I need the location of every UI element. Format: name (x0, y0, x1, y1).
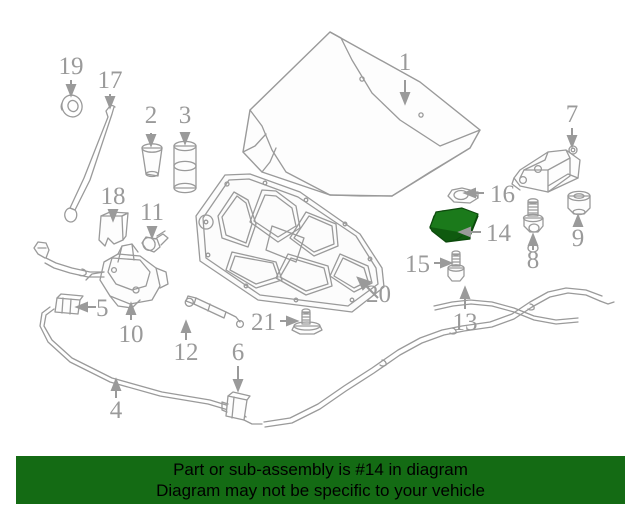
callout-label-11: 11 (140, 199, 164, 226)
callout-arrow-3 (179, 132, 191, 146)
hood-insulator-clip-highlight (429, 207, 479, 243)
hinge-bolt-shape (522, 198, 544, 233)
hood-outer-panel-shape (242, 31, 481, 197)
callout-label-6: 6 (232, 339, 245, 366)
latch-bolt-shape (141, 230, 169, 253)
callout-arrow-13 (459, 285, 471, 309)
rod-holder-bracket-shape (98, 211, 129, 247)
callout-arrow-1 (399, 80, 411, 106)
callout-arrow-21 (280, 315, 300, 327)
callout-label-17: 17 (98, 67, 123, 94)
callout-arrow-2 (145, 133, 157, 148)
callout-label-5: 5 (96, 295, 109, 322)
callout-label-9: 9 (572, 225, 585, 252)
callout-label-21: 21 (251, 309, 276, 336)
callout-label-7: 7 (566, 101, 579, 128)
banner-line-1: Part or sub-assembly is #14 in diagram (173, 460, 468, 479)
callout-label-3: 3 (179, 102, 192, 129)
callout-label-10: 10 (119, 321, 144, 348)
callout-label-15: 15 (405, 251, 430, 278)
grommet-shape (567, 190, 591, 216)
callout-arrow-9 (572, 213, 584, 227)
callout-label-8: 8 (527, 247, 540, 274)
callout-arrow-20 (356, 276, 379, 299)
bumper-stopper-cylinder-shape (173, 140, 197, 194)
callout-label-13: 13 (453, 309, 478, 336)
callout-arrow-17 (104, 94, 116, 110)
callout-arrow-6 (232, 366, 244, 393)
callout-arrow-18 (107, 209, 119, 223)
callout-label-20: 20 (366, 281, 391, 308)
insulator-push-rivet-shape (291, 308, 323, 335)
callout-label-18: 18 (101, 183, 126, 210)
callout-arrow-14 (457, 226, 481, 238)
latch-cable-left-shape (33, 241, 105, 278)
callout-arrow-12 (180, 319, 192, 340)
callout-label-1: 1 (399, 49, 412, 76)
callout-label-19: 19 (59, 53, 84, 80)
callout-arrow-10 (125, 301, 137, 320)
callout-arrow-4 (110, 377, 122, 398)
bumper-stopper-cup-shape (141, 143, 163, 178)
cable-clip-shape (54, 293, 84, 315)
callout-labels: 1 2 3 4 5 6 7 8 9 10 11 12 13 14 15 16 1… (59, 49, 585, 424)
hood-hinge-shape (511, 145, 581, 193)
hood-support-rod-shape (64, 104, 116, 223)
callout-arrow-15 (434, 257, 454, 269)
release-cable-rear-shape (263, 287, 615, 428)
callout-label-4: 4 (110, 397, 123, 424)
callout-arrow-16 (462, 187, 484, 199)
callout-label-2: 2 (145, 102, 158, 129)
hood-latch-assembly-shape (85, 243, 169, 309)
callout-label-16: 16 (490, 181, 515, 208)
callout-arrow-8 (527, 232, 539, 250)
callout-arrows (65, 80, 584, 398)
callout-label-14: 14 (486, 220, 512, 247)
cable-retainer-clip-shape (221, 391, 251, 421)
callout-arrow-19 (65, 80, 77, 98)
hood-inner-insulator-shape (195, 173, 385, 313)
insulator-screw-shape (447, 250, 465, 282)
callout-arrow-5 (74, 301, 96, 313)
callout-arrow-7 (566, 128, 578, 149)
callout-label-12: 12 (174, 339, 199, 366)
banner-line-2: Diagram may not be specific to your vehi… (156, 481, 485, 500)
callout-arrow-11 (146, 226, 158, 240)
disclaimer-banner: Part or sub-assembly is #14 in diagram D… (16, 456, 625, 504)
latch-link-rod-shape (184, 295, 245, 329)
rod-grommet-shape (60, 94, 83, 118)
